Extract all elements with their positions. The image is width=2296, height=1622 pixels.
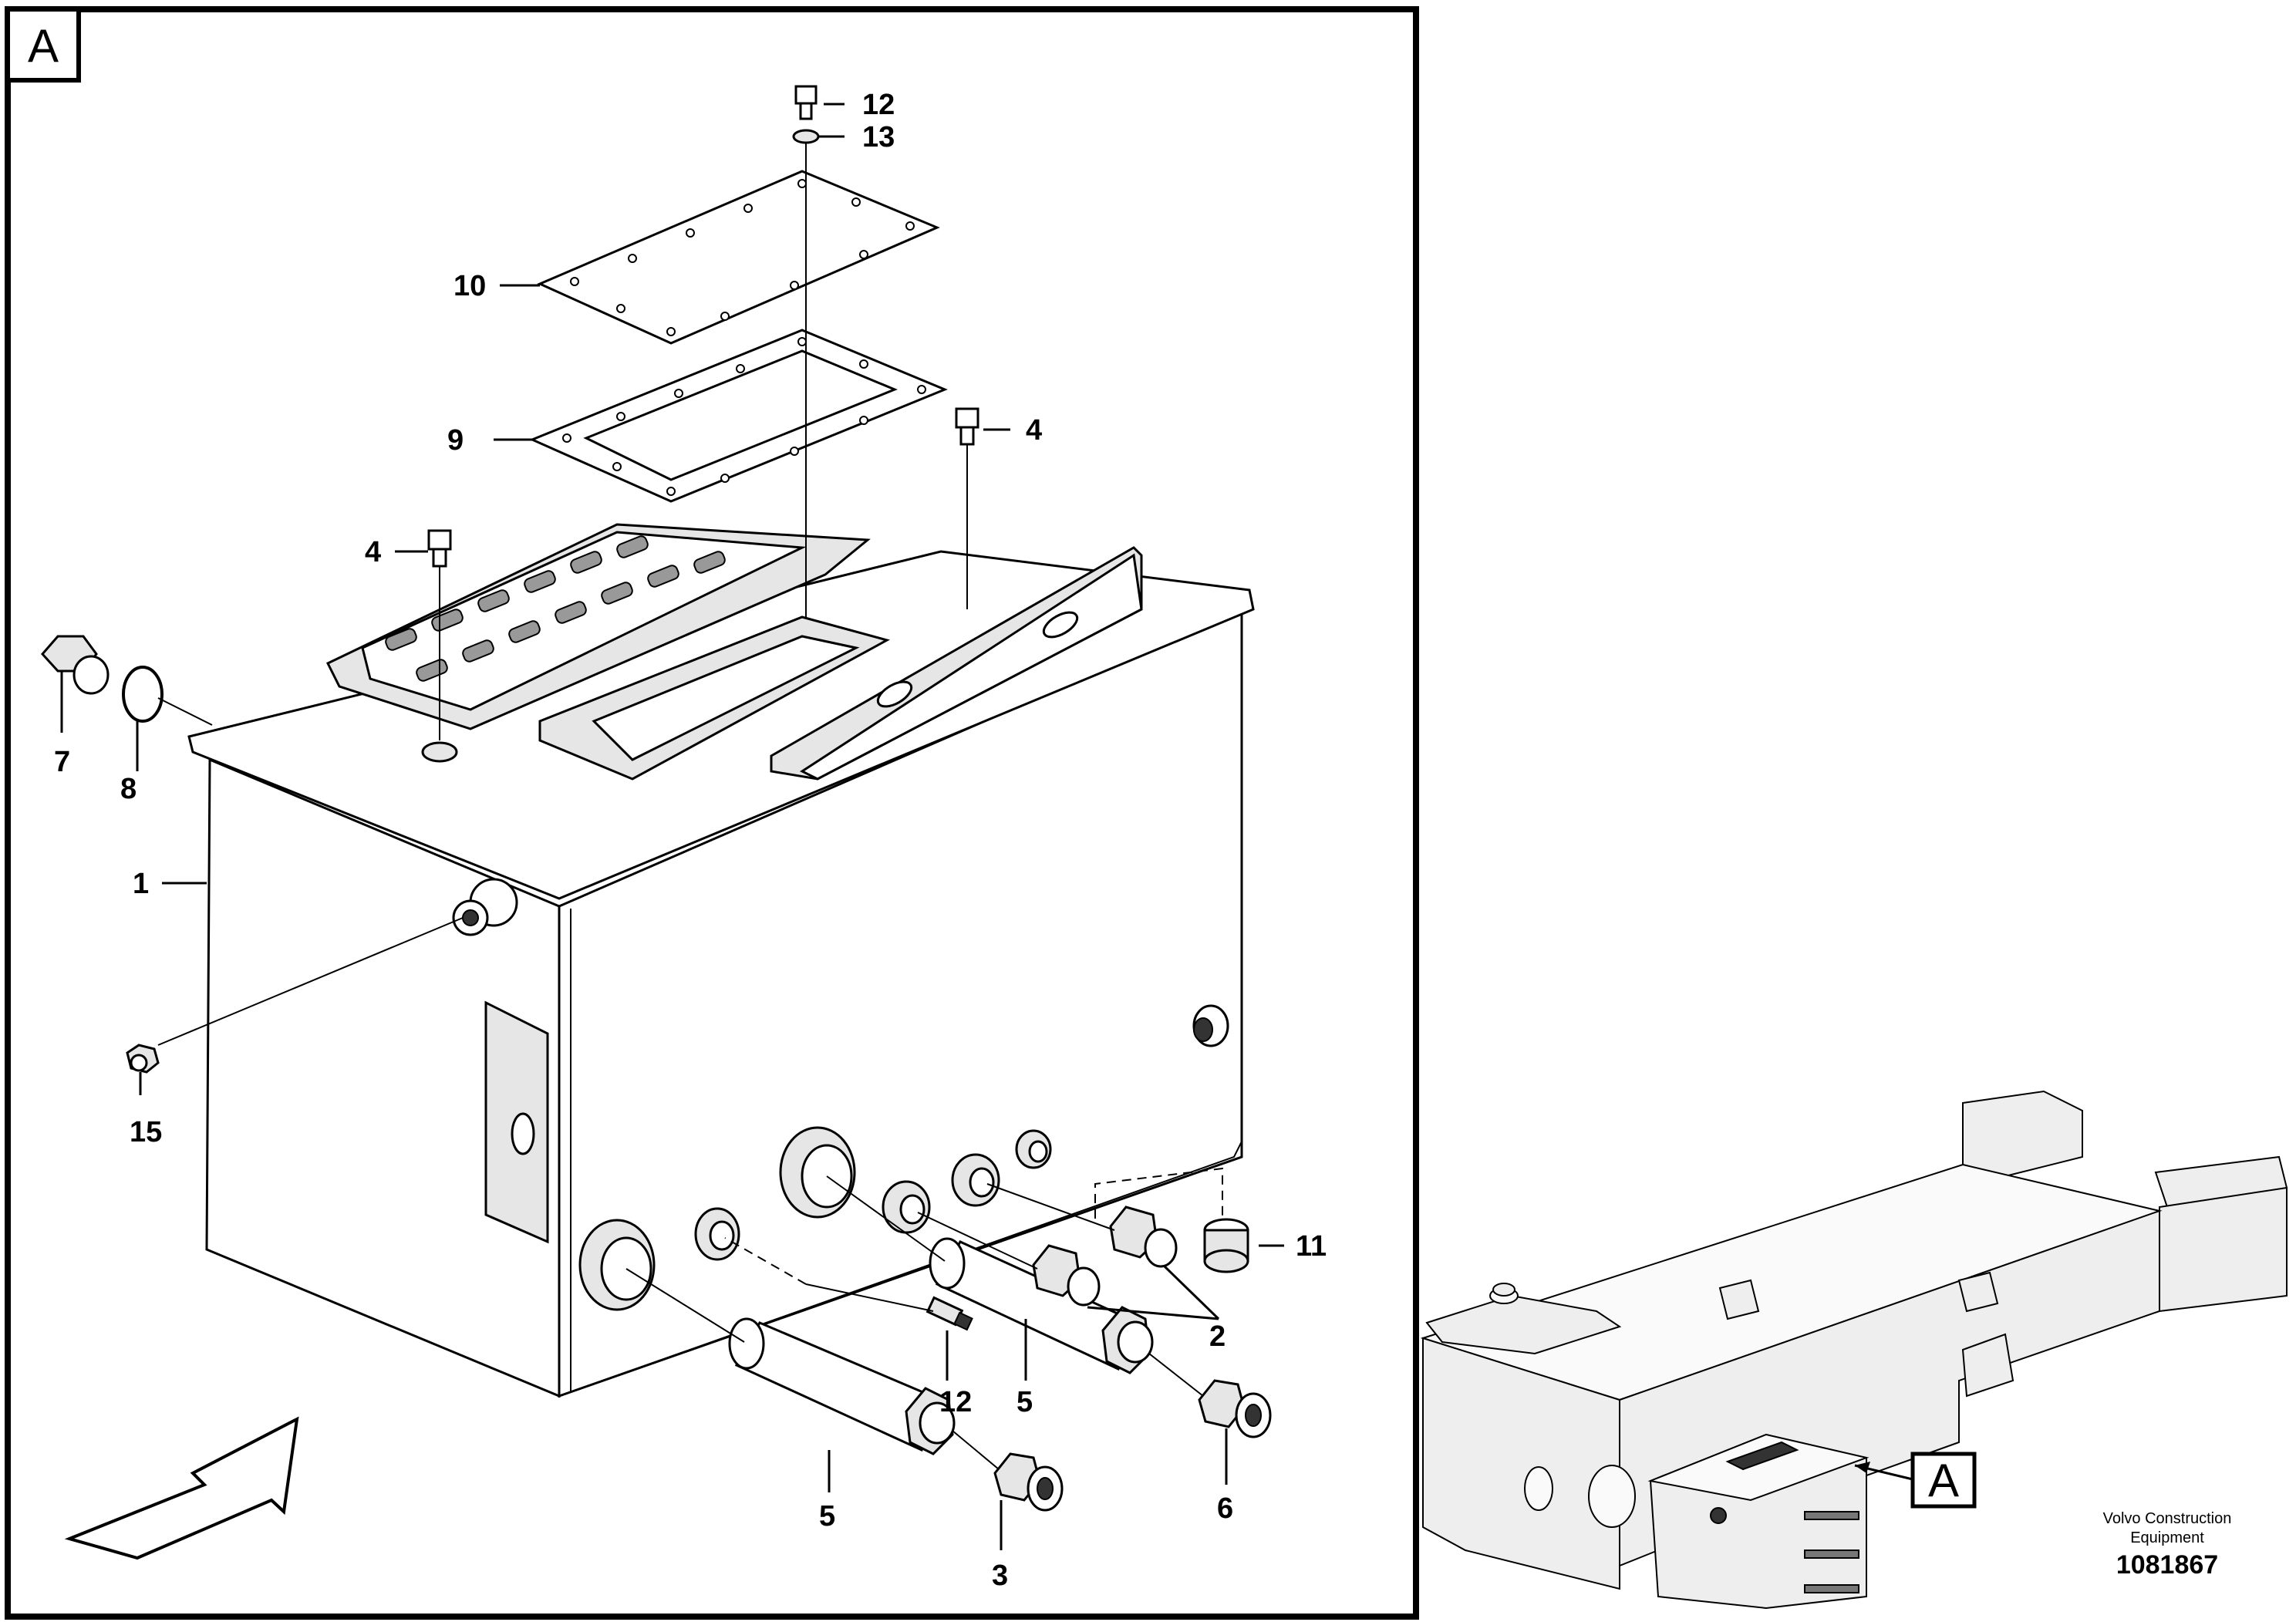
filter-head-plate	[325, 523, 871, 730]
fitting-15	[126, 1044, 160, 1074]
tank-boss-upper	[452, 878, 518, 936]
detail-marker-box	[1910, 1452, 1977, 1509]
callout-5-lower: 5	[819, 1500, 835, 1533]
washer-bolt-left	[421, 741, 458, 763]
detail-view-frame	[5, 6, 1419, 1620]
port-small-1	[694, 1207, 740, 1261]
view-label: A	[28, 20, 59, 72]
cover-gasket	[529, 329, 948, 503]
adapter-6	[1198, 1379, 1272, 1438]
view-direction-arrow	[64, 1416, 299, 1560]
callout-13: 12	[862, 89, 895, 121]
port-large-rear	[779, 1126, 856, 1219]
bolt-4-left	[427, 529, 452, 740]
callout-8: 12	[939, 1386, 972, 1418]
callout-15: 15	[130, 1116, 162, 1148]
callout-7: 11	[1296, 1230, 1327, 1263]
port-small-4	[1015, 1129, 1052, 1169]
cover-plate	[537, 170, 940, 345]
tank-lid-opening	[538, 615, 890, 781]
callout-14: 13	[862, 121, 895, 153]
bolt-4-right	[955, 407, 979, 609]
callout-2: 2	[1209, 1320, 1226, 1353]
callout-4-right: 4	[1026, 414, 1042, 447]
machine-frame-locator	[1420, 1090, 2288, 1610]
filter-assembly-lower	[728, 1317, 956, 1455]
washer-14	[792, 129, 820, 144]
plug-7	[1203, 1218, 1249, 1273]
port-small-2	[882, 1180, 931, 1234]
port-small-3	[951, 1153, 1000, 1207]
callout-3: 3	[992, 1560, 1008, 1592]
callout-4-left: 4	[365, 536, 381, 568]
fitting-2-b	[1109, 1206, 1178, 1268]
callout-5-upper: 5	[1017, 1386, 1033, 1418]
callout-9: 7	[54, 746, 70, 778]
callout-10: 8	[120, 773, 137, 805]
filter-assembly-upper	[929, 1237, 1154, 1374]
detail-marker-label: A	[1928, 1455, 1959, 1506]
callout-11: 9	[447, 424, 464, 457]
o-ring-10	[122, 666, 164, 723]
bolt-13	[794, 85, 818, 120]
callout-12: 10	[453, 270, 486, 302]
document-number: 1081867	[2116, 1550, 2218, 1580]
view-label-box	[5, 7, 81, 83]
callout-6: 6	[1217, 1492, 1233, 1525]
adapter-3	[993, 1452, 1064, 1512]
brand-line-2: Equipment	[2130, 1529, 2204, 1546]
brand-line-1: Volvo Construction	[2103, 1510, 2232, 1527]
lid-rail-bracket	[770, 546, 1143, 781]
port-large-front	[578, 1219, 656, 1311]
sensor-8	[925, 1296, 973, 1331]
tank-boss-side	[1192, 1004, 1229, 1047]
callout-1: 1	[133, 868, 149, 900]
plug-9	[40, 635, 110, 695]
fitting-2-a	[1032, 1244, 1101, 1307]
leader-lines	[60, 103, 1284, 1550]
